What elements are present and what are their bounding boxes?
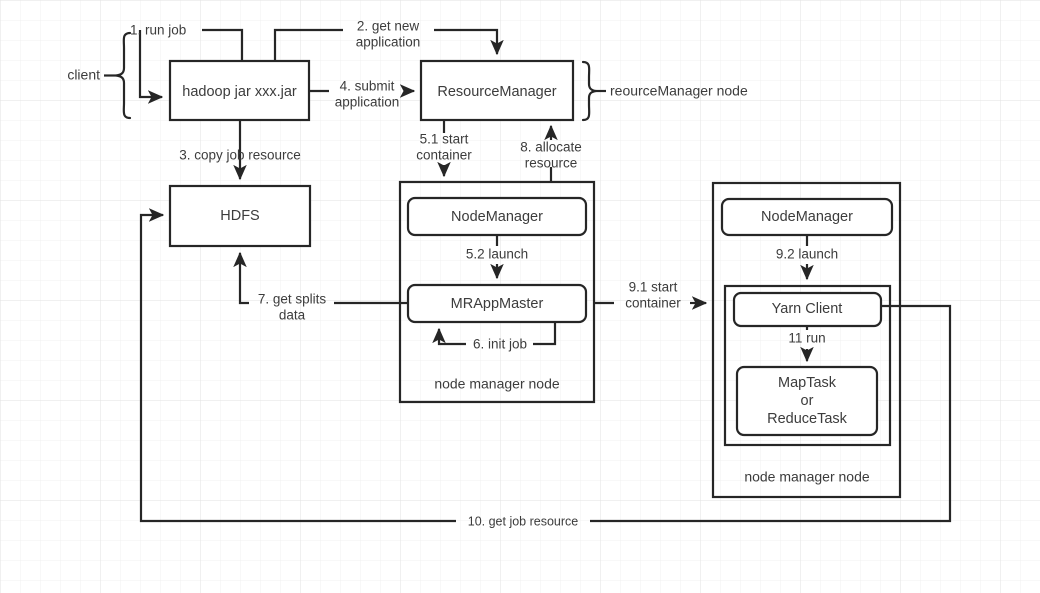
edge-3-label: 3. copy job resource bbox=[179, 148, 301, 163]
mrappmaster-label: MRAppMaster bbox=[451, 296, 544, 312]
edge-6-label: 6. init job bbox=[473, 337, 527, 352]
edge-4-label-line1: 4. submit bbox=[340, 79, 395, 94]
resource-manager-box-group[interactable]: ResourceManager bbox=[419, 59, 575, 122]
reducetask-label: ReduceTask bbox=[767, 411, 848, 427]
edge-4-submit-application: 4. submit application bbox=[309, 79, 416, 110]
node-manager-node-left-label: node manager node bbox=[434, 376, 560, 392]
edge-6-init-job: 6. init job bbox=[432, 322, 557, 352]
client-label: client bbox=[67, 67, 100, 83]
edge-11-run: 11 run bbox=[788, 326, 826, 363]
task-or-label: or bbox=[801, 393, 814, 409]
edge-8-allocate-resource: 8. allocate resource bbox=[520, 124, 582, 182]
edge-51-label-line1: 5.1 start bbox=[420, 132, 469, 147]
hadoop-jar-label: hadoop jar xxx.jar bbox=[182, 84, 297, 100]
edge-52-launch: 5.2 launch bbox=[466, 235, 528, 280]
edge-8-label-line1: 8. allocate bbox=[520, 140, 582, 155]
edge-2-label-line1: 2. get new bbox=[357, 19, 420, 34]
node-manager-node-right-container[interactable] bbox=[711, 181, 902, 499]
edge-10-label: 10. get job resource bbox=[468, 514, 579, 528]
client-brace-group: client bbox=[67, 31, 132, 120]
edge-3-copy-job-resource: 3. copy job resource bbox=[179, 120, 301, 181]
yarn-client-label: Yarn Client bbox=[772, 301, 843, 317]
node-manager-node-right-label: node manager node bbox=[744, 469, 870, 485]
hdfs-box[interactable] bbox=[168, 184, 312, 248]
edge-92-label: 9.2 launch bbox=[776, 247, 838, 262]
edge-4-label-line2: application bbox=[335, 95, 400, 110]
edge-7-get-splits-data: 7. get splits data bbox=[233, 251, 408, 323]
hadoop-jar-box-group[interactable]: hadoop jar xxx.jar bbox=[168, 59, 311, 122]
edge-8-label-line2: resource bbox=[525, 156, 578, 171]
edge-7-label-line2: data bbox=[279, 308, 306, 323]
resourcemanager-node-label: reourceManager node bbox=[610, 83, 748, 99]
edge-1-label: 1. run job bbox=[130, 23, 186, 38]
hdfs-box-group[interactable]: HDFS bbox=[168, 184, 312, 248]
hdfs-label: HDFS bbox=[220, 208, 259, 224]
edge-91-label-line2: container bbox=[625, 296, 681, 311]
maptask-label: MapTask bbox=[778, 375, 837, 391]
edge-91-label-line1: 9.1 start bbox=[629, 280, 678, 295]
edge-91-start-container: 9.1 start container bbox=[594, 280, 708, 311]
node-manager-left-label: NodeManager bbox=[451, 209, 543, 225]
resourcemanager-node-brace-group: reourceManager node bbox=[581, 60, 748, 122]
edge-11-label: 11 run bbox=[788, 331, 825, 346]
node-manager-node-left-container[interactable] bbox=[398, 180, 596, 404]
edge-2-get-new-application: 2. get new application bbox=[273, 19, 504, 61]
edge-10-get-job-resource: 10. get job resource bbox=[139, 208, 952, 528]
edge-51-label-line2: container bbox=[416, 148, 472, 163]
container-group-box[interactable] bbox=[723, 284, 892, 447]
edge-7-label-line1: 7. get splits bbox=[258, 292, 327, 307]
node-manager-right-label: NodeManager bbox=[761, 209, 853, 225]
resource-manager-label: ResourceManager bbox=[437, 84, 556, 100]
edge-52-label: 5.2 launch bbox=[466, 247, 528, 262]
edge-51-start-container: 5.1 start container bbox=[416, 120, 472, 178]
map-reduce-task-box[interactable] bbox=[735, 365, 879, 437]
edge-92-launch: 9.2 launch bbox=[776, 235, 838, 281]
node-manager-node-right-group[interactable]: NodeManager Yarn Client MapTask or Reduc… bbox=[711, 181, 902, 499]
resource-manager-box[interactable] bbox=[419, 59, 575, 122]
edge-1-run-job: 1. run job bbox=[130, 23, 244, 104]
edge-2-label-line2: application bbox=[356, 35, 421, 50]
